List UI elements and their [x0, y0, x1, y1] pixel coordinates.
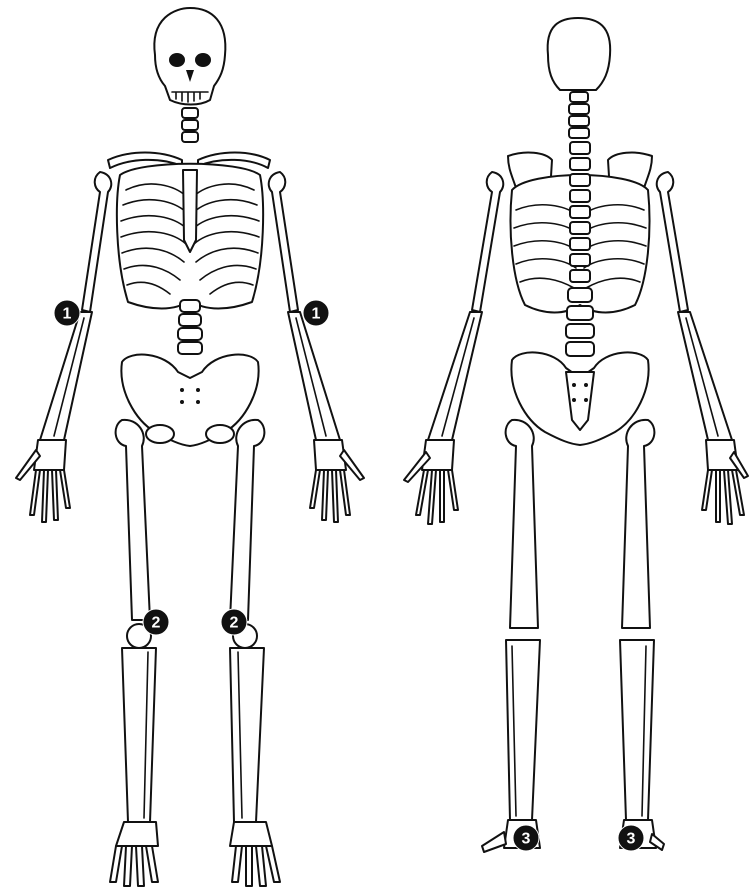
hand-right — [310, 440, 364, 522]
tibia-fibula-left — [122, 648, 156, 822]
forearm-back-left — [428, 312, 482, 440]
humerus-right — [269, 172, 298, 312]
rib-cage-front — [117, 164, 263, 309]
foot-left — [110, 822, 158, 886]
cervical-spine-back — [569, 92, 589, 138]
hand-back-left — [404, 440, 458, 524]
marker-forearm-right: 1 — [303, 300, 329, 326]
tibia-fibula-back-right — [620, 640, 654, 820]
femur-back-right — [622, 420, 654, 628]
lumbar-spine-front — [178, 300, 202, 354]
anterior-skeleton-view — [16, 8, 364, 886]
spine-back — [566, 142, 594, 356]
skull-front — [154, 8, 225, 105]
forearm-back-right — [678, 312, 732, 440]
femur-left — [116, 420, 150, 620]
femur-back-left — [506, 420, 538, 628]
marker-heel-right: 3 — [618, 825, 644, 851]
marker-label: 3 — [627, 831, 636, 848]
marker-knee-right: 2 — [221, 609, 247, 635]
marker-forearm-left: 1 — [54, 300, 80, 326]
forearm-bones-right — [288, 312, 340, 440]
marker-label: 3 — [522, 831, 531, 848]
marker-label: 1 — [312, 306, 321, 323]
marker-label: 1 — [63, 306, 72, 323]
marker-label: 2 — [230, 615, 239, 632]
tibia-fibula-back-left — [506, 640, 540, 820]
marker-knee-left: 2 — [143, 609, 169, 635]
cervical-spine-front — [182, 108, 198, 142]
posterior-skeleton-view — [404, 18, 748, 852]
tibia-fibula-right — [230, 648, 264, 822]
humerus-left — [82, 172, 111, 312]
humerus-back-right — [657, 172, 688, 312]
skull-back — [548, 18, 611, 90]
marker-label: 2 — [152, 615, 161, 632]
humerus-back-left — [472, 172, 503, 312]
hand-left — [16, 440, 70, 522]
foot-right — [230, 822, 280, 886]
hand-back-right — [702, 440, 748, 524]
femur-right — [230, 420, 264, 620]
marker-heel-left: 3 — [513, 825, 539, 851]
forearm-bones-left — [40, 312, 92, 440]
